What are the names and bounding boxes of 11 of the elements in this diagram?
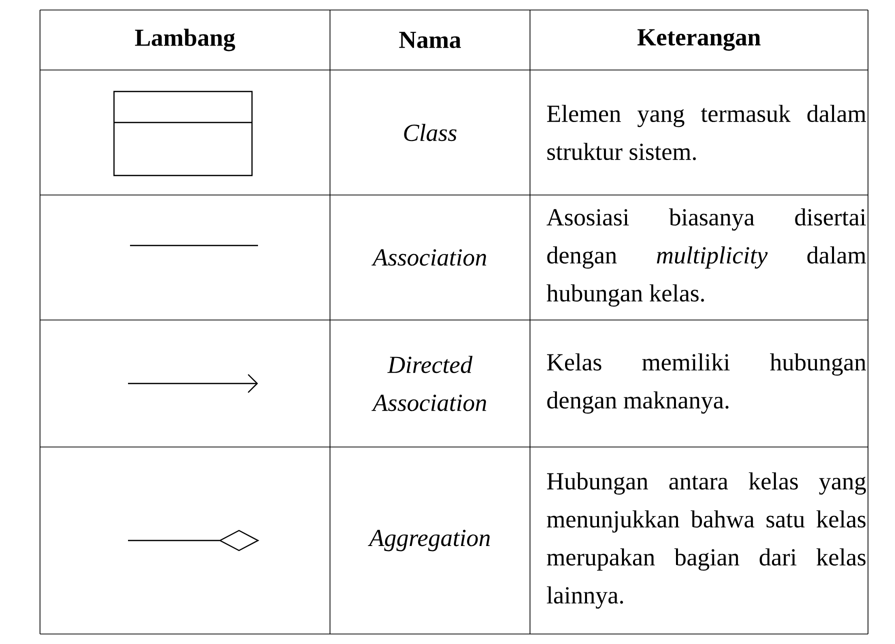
- name-cell: Association: [372, 249, 486, 266]
- name-cell: Aggregation: [368, 530, 490, 552]
- name-cell: Class: [404, 124, 456, 142]
- description-cell: Asosiasi biasanya disertai dengan multiplicity dalam hubungan kelas.: [546, 208, 866, 307]
- name-cell: Directed Association: [372, 356, 486, 412]
- description-cell: Hubungan antara kelas yang menunjukkan bahwa satu kelas merupakan bagian dari kelas lainnya.: [546, 472, 866, 609]
- header-cell: Lambang: [135, 28, 236, 52]
- header-cell: Keterangan: [638, 29, 761, 51]
- header-cell: Nama: [399, 32, 461, 48]
- description-cell: Kelas memiliki hubungan dengan maknanya.: [547, 353, 866, 414]
- description-cell: Elemen yang termasuk dalam struktur sistem.: [547, 104, 866, 160]
